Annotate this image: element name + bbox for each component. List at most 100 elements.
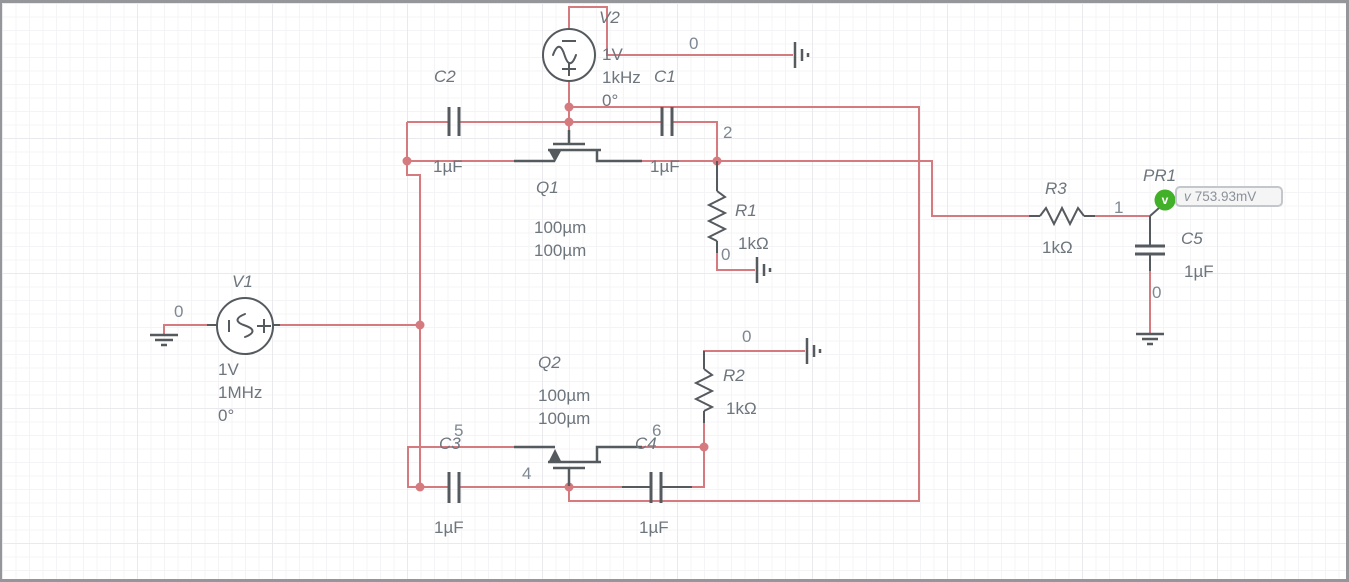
wire-left-bus[interactable] — [406, 122, 421, 487]
wire-r2-to-ground[interactable] — [703, 350, 805, 358]
ground-bars — [1136, 332, 1164, 346]
r3-designator[interactable]: R3 — [1045, 179, 1067, 198]
r1-designator[interactable]: R1 — [735, 201, 757, 220]
component-v2-ac-source[interactable] — [542, 28, 596, 82]
q2-designator[interactable]: Q2 — [538, 353, 561, 372]
q2-length[interactable]: 100µm — [538, 409, 591, 428]
component-q1-mosfet[interactable] — [514, 130, 642, 163]
wire-c1-node2[interactable] — [672, 121, 718, 161]
c3-designator[interactable]: C3 — [439, 434, 461, 453]
ground-r2[interactable] — [805, 338, 822, 364]
c4-designator[interactable]: C4 — [635, 434, 657, 453]
wire-v1-to-ground[interactable] — [163, 324, 207, 334]
v2-voltage[interactable]: 1V — [602, 45, 623, 64]
node-label-1: 1 — [1114, 198, 1124, 217]
q1-length[interactable]: 100µm — [534, 241, 587, 260]
c5-plates — [1135, 244, 1165, 256]
node-label-6: 6 — [652, 421, 662, 440]
probe-stub — [1149, 207, 1160, 217]
v2-frequency[interactable]: 1kHz — [602, 68, 641, 87]
component-v1-ac-source[interactable] — [207, 297, 280, 355]
component-c4-capacitor[interactable] — [622, 472, 692, 503]
node-label-0-v1: 0 — [174, 302, 184, 321]
component-r2-resistor[interactable] — [693, 351, 715, 423]
v1-phase[interactable]: 0° — [218, 406, 235, 425]
c3-plates — [447, 472, 461, 503]
r3-value[interactable]: 1kΩ — [1042, 238, 1073, 257]
v2-sine-symbol — [552, 45, 577, 65]
q1-designator[interactable]: Q1 — [536, 178, 559, 197]
ground-bars — [755, 257, 772, 283]
c1-plates — [660, 107, 674, 136]
wire-q2-source[interactable] — [407, 446, 514, 488]
ground-bars — [805, 338, 822, 364]
ground-v2[interactable] — [793, 42, 810, 68]
component-c2-capacitor[interactable] — [447, 107, 461, 136]
v2-body[interactable] — [542, 28, 596, 82]
q1-source-arrow — [549, 151, 561, 162]
r2-designator[interactable]: R2 — [723, 366, 745, 385]
c1-value[interactable]: 1µF — [650, 157, 680, 176]
node-label-5: 5 — [454, 421, 464, 440]
node-label-0-r2: 0 — [742, 327, 752, 346]
v1-designator[interactable]: V1 — [232, 272, 253, 291]
q1-drain-lead — [595, 150, 642, 163]
q2-source-arrow — [549, 449, 561, 461]
node-label-0-r1: 0 — [721, 245, 731, 264]
node-label-0-c5: 0 — [1152, 283, 1162, 302]
ground-v1[interactable] — [150, 333, 178, 347]
ground-r1[interactable] — [755, 257, 772, 283]
junction-dot — [564, 482, 574, 492]
probe-type-letter: v — [1161, 193, 1169, 207]
c5-designator[interactable]: C5 — [1181, 229, 1203, 248]
junction-dot — [699, 442, 709, 452]
v2-plus-sign — [562, 62, 576, 76]
c4-value[interactable]: 1µF — [639, 518, 669, 537]
v2-designator[interactable]: V2 — [599, 8, 620, 27]
q2-width[interactable]: 100µm — [538, 386, 591, 405]
wire-gate-bus[interactable] — [568, 106, 920, 502]
r2-value[interactable]: 1kΩ — [726, 399, 757, 418]
r2-zigzag — [693, 368, 715, 412]
component-r3-resistor[interactable] — [1029, 205, 1095, 227]
q1-width[interactable]: 100µm — [534, 218, 587, 237]
c1-designator[interactable]: C1 — [654, 67, 676, 86]
v1-sine-symbol — [236, 313, 254, 338]
probe-reading-value: 753.93mV — [1194, 189, 1257, 204]
wire-r1-to-ground[interactable] — [716, 253, 755, 271]
component-pr1-probe[interactable] — [1149, 189, 1176, 217]
ground-bars — [150, 333, 178, 347]
c5-value[interactable]: 1µF — [1184, 262, 1214, 281]
component-c1-capacitor[interactable] — [660, 107, 674, 136]
node-label-0-v2: 0 — [689, 34, 699, 53]
component-q2-mosfet[interactable] — [514, 445, 642, 486]
q2-drain-lead — [595, 445, 642, 462]
node-label-4: 4 — [522, 464, 532, 483]
wire-v2-to-ground[interactable] — [568, 6, 793, 56]
junction-dot — [402, 156, 412, 166]
component-c5-capacitor[interactable] — [1135, 216, 1165, 271]
r3-zigzag — [1039, 205, 1085, 227]
v2-phase[interactable]: 0° — [602, 91, 619, 110]
component-c3-capacitor[interactable] — [447, 472, 461, 503]
c2-designator[interactable]: C2 — [434, 67, 456, 86]
junction-dot — [564, 117, 574, 127]
wire-c4-node6[interactable] — [692, 447, 705, 488]
v1-voltage[interactable]: 1V — [218, 360, 239, 379]
junction-dot — [415, 482, 425, 492]
ground-bars — [793, 42, 810, 68]
v1-plus-sign — [257, 319, 271, 333]
c3-value[interactable]: 1µF — [434, 518, 464, 537]
junction-dot — [415, 320, 425, 330]
probe-circle[interactable] — [1154, 189, 1176, 211]
v1-frequency[interactable]: 1MHz — [218, 383, 263, 402]
component-r1-resistor[interactable] — [706, 161, 728, 253]
schematic-drawing — [150, 6, 1176, 503]
pr1-designator[interactable]: PR1 — [1143, 166, 1177, 185]
r1-value[interactable]: 1kΩ — [738, 234, 769, 253]
ground-c5[interactable] — [1136, 332, 1164, 346]
c2-value[interactable]: 1µF — [433, 157, 463, 176]
wire-node2-to-r3[interactable] — [717, 160, 1029, 217]
junction-dot — [564, 102, 574, 112]
